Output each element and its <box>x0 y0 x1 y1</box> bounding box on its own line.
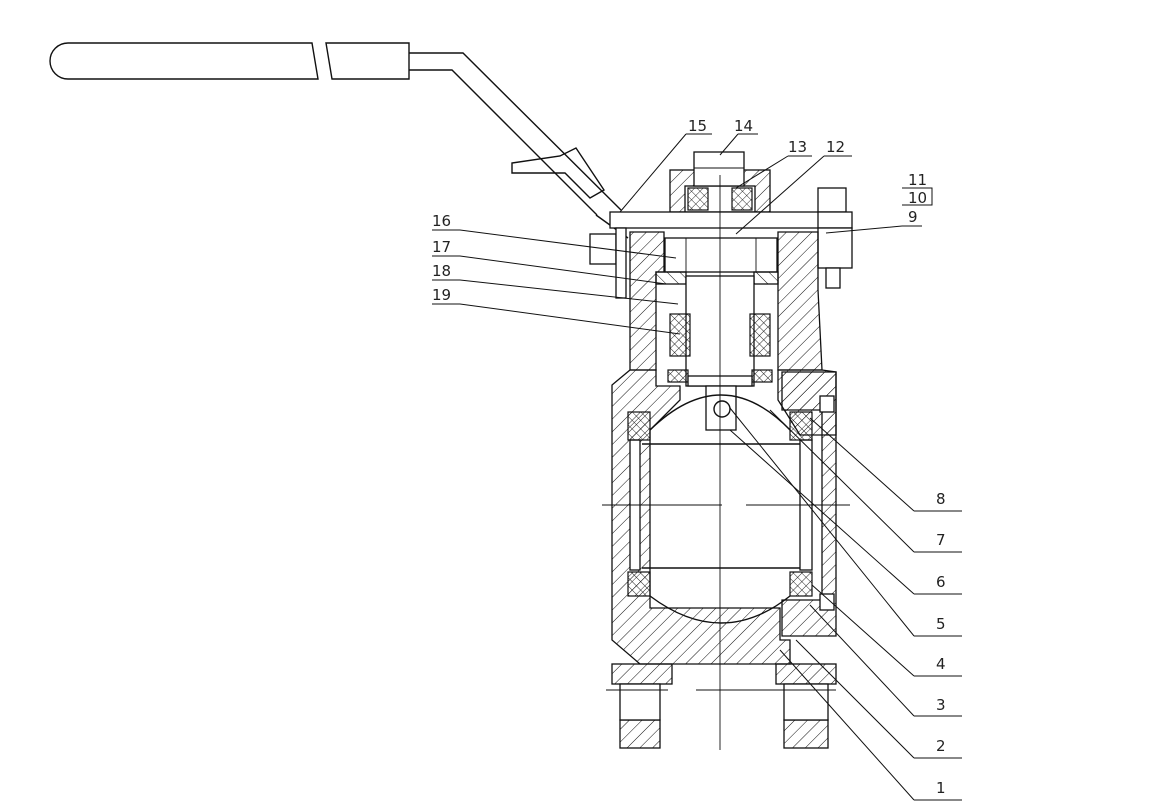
mounting-pad-left <box>611 663 673 685</box>
label-6: 6 <box>936 573 946 591</box>
cap-bolt-bottom <box>819 593 835 611</box>
seat-left-bottom <box>627 571 651 597</box>
handle <box>49 42 629 239</box>
part-labels: 1 2 3 4 5 6 7 8 9 10 11 12 13 14 15 16 1… <box>432 117 946 797</box>
label-4: 4 <box>936 655 946 673</box>
stem-seal-left <box>667 369 689 383</box>
end-cap-2 <box>781 371 837 637</box>
stop-plate <box>615 227 627 299</box>
foot-left-hole <box>619 683 661 721</box>
cap-bolt-top <box>819 395 835 413</box>
label-7: 7 <box>936 531 946 549</box>
label-13: 13 <box>788 138 807 156</box>
stem-tang <box>705 385 737 431</box>
handle-arm-upper <box>409 52 622 211</box>
label-17: 17 <box>432 238 451 256</box>
seat-4-top <box>789 411 813 441</box>
handle-grip-right <box>325 42 410 80</box>
body-main-1 <box>611 369 791 665</box>
thrust-washer-17 <box>655 271 687 285</box>
leader-lines <box>432 133 962 801</box>
foot-left <box>619 719 661 749</box>
stop-bolt-head-11 <box>817 187 847 213</box>
neck-right-wall <box>777 231 823 371</box>
spring-washer <box>687 187 709 211</box>
label-18: 18 <box>432 262 451 280</box>
stop-bolt-tip <box>825 267 841 289</box>
label-2: 2 <box>936 737 946 755</box>
label-1: 1 <box>936 779 946 797</box>
stop-bolt-9 <box>817 227 853 269</box>
foot-right-hole <box>783 683 829 721</box>
stop-washer-10 <box>817 211 853 229</box>
thrust-washer-17b <box>753 271 779 285</box>
handle-arm-lower <box>409 69 598 216</box>
spring-washer-b <box>731 187 753 211</box>
top-assembly <box>589 151 853 299</box>
label-11: 11 <box>908 171 927 189</box>
stem-seal-right <box>751 369 773 383</box>
ball-bottom-arc <box>649 595 791 624</box>
packing-19b <box>749 313 771 357</box>
label-16: 16 <box>432 212 451 230</box>
ball-top-arc <box>649 394 791 431</box>
label-15: 15 <box>688 117 707 135</box>
label-8: 8 <box>936 490 946 508</box>
foot-right <box>783 719 829 749</box>
handle-grip-left <box>49 42 319 80</box>
pin-6 <box>713 400 731 418</box>
seat-4-bottom <box>789 571 813 597</box>
handle-stop-tab <box>511 147 605 199</box>
label-12: 12 <box>826 138 845 156</box>
label-5: 5 <box>936 615 946 633</box>
packing-19 <box>669 313 691 357</box>
top-nut-14 <box>693 151 745 187</box>
seat-left-top <box>627 411 651 441</box>
label-19: 19 <box>432 286 451 304</box>
mounting-pad-right <box>775 663 837 685</box>
label-14: 14 <box>734 117 753 135</box>
handle-plate-15 <box>609 211 843 229</box>
label-3: 3 <box>936 696 946 714</box>
center-lines <box>602 175 850 750</box>
label-10: 10 <box>908 189 927 207</box>
label-9: 9 <box>908 208 918 226</box>
gland-nut-16 <box>664 237 778 273</box>
